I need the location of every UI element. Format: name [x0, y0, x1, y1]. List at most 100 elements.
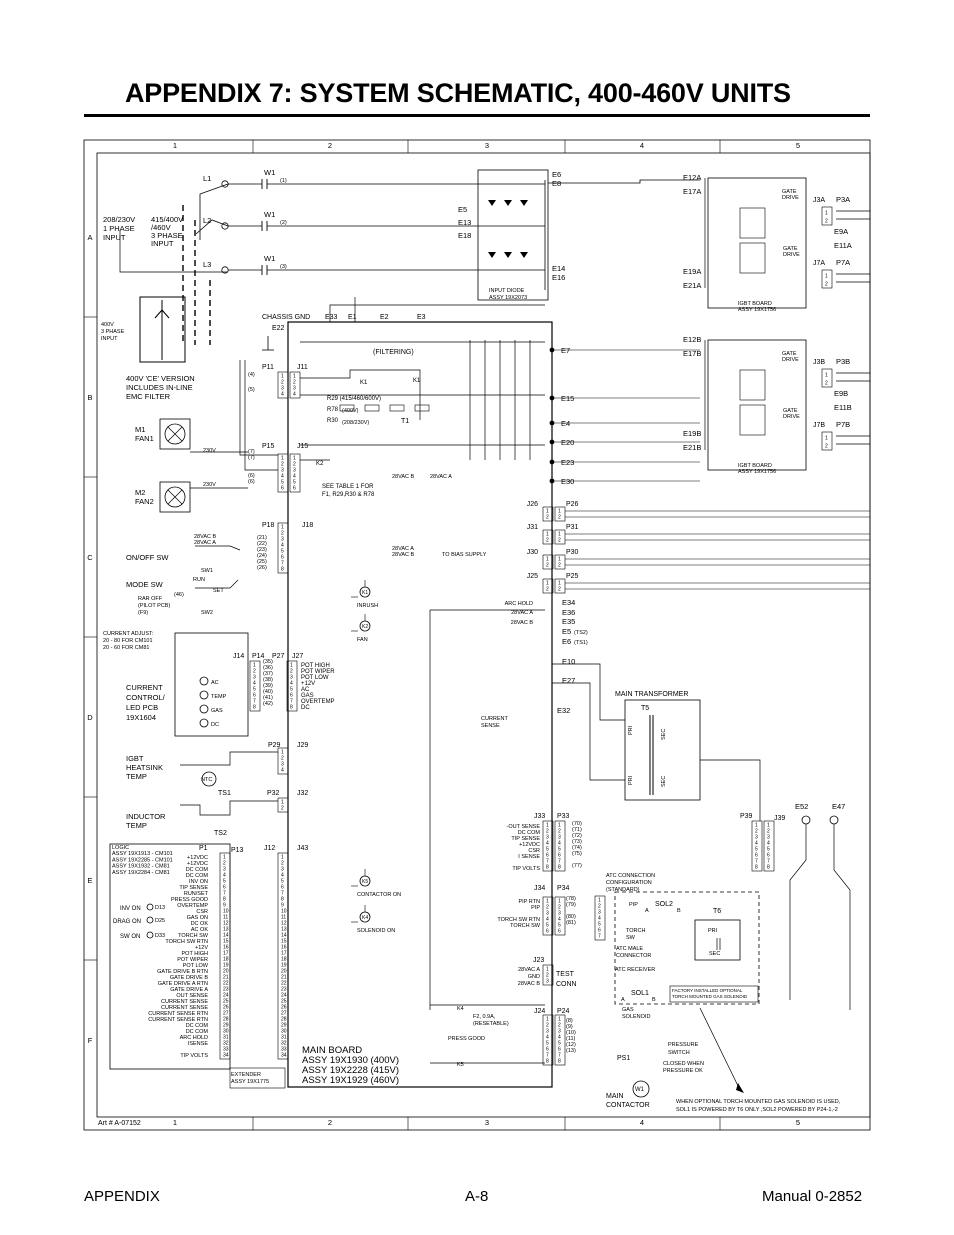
pot-signal-label: OVERTEMP [301, 699, 335, 705]
wire-number: (21) [257, 535, 267, 541]
led-designator: D25 [155, 918, 165, 924]
fan-voltage-label: 230V [203, 448, 216, 454]
p1-connector-pin: 28 [223, 1017, 229, 1023]
j33-signal-label: +12VDC [519, 842, 540, 848]
logic-signal-label: POT LOW [183, 963, 209, 969]
led-icon [199, 718, 209, 728]
led-pcb-box [174, 632, 249, 737]
gate-connector-pin: 1 [825, 373, 828, 379]
diode-symbol [520, 252, 528, 258]
j12-connector-pin: 24 [281, 993, 287, 999]
igbt-terminal-label: E9A [834, 227, 848, 236]
rar-off-label: (PILOT PCB) [138, 603, 170, 609]
led-icon [199, 676, 209, 686]
p1-connector-pin: 32 [223, 1041, 229, 1047]
wire-number: (79) [566, 902, 576, 908]
p-connector-pin: 2 [558, 587, 561, 593]
j18-connector [277, 522, 289, 574]
pot-signal-label: AC [301, 687, 310, 693]
three-phase-input-label: 3 PHASE [151, 231, 183, 240]
logic-signal-label: AC OK [191, 927, 208, 933]
igbt-board-label: IGBT BOARD [738, 463, 772, 469]
j12-connector-pin: 34 [281, 1053, 287, 1059]
p1-connector-pin: 9 [223, 903, 226, 909]
see-table-note: F1, R29,R30 & R78 [322, 492, 375, 498]
pot-signal-label: POT WIPER [301, 669, 335, 675]
logic-signal-label: INV ON [189, 879, 208, 885]
j39-connector-pin: 8 [767, 865, 770, 871]
t6-sec-label: SEC [709, 951, 720, 957]
e52-terminal [801, 815, 811, 825]
igbt-board-b [707, 339, 807, 471]
j29-connector-pin: 1 [281, 750, 284, 756]
j15-connector-pin: 1 [293, 456, 296, 462]
logic-assy-label: ASSY 19X2285 - CM101 [112, 857, 173, 863]
j33-signal-label: TIP VOLTS [512, 866, 540, 872]
p14-label: P14 [252, 653, 265, 660]
j11-label: J11 [297, 364, 308, 371]
p24-connector-pin: 1 [558, 1017, 561, 1023]
j23-connector-pin: 2 [546, 973, 549, 979]
drag-on-label: DRAG ON [113, 919, 141, 925]
j23-connector-pin: 3 [546, 979, 549, 985]
pot-signal-label: DC [301, 705, 310, 711]
j32-connector-pin: 2 [281, 806, 284, 812]
wire-number: (6) [248, 479, 255, 485]
e-terminal-label: E30 [561, 477, 574, 486]
wire-number: (10) [566, 1030, 576, 1036]
j39-connector [763, 820, 775, 872]
igbt-symbol [739, 369, 766, 401]
atc-male-connector-pin: 1 [598, 898, 601, 904]
j12-connector-pin: 15 [281, 939, 287, 945]
bias-supply-label: TO BIAS SUPPLY [442, 552, 487, 558]
ts1-tag: (TS1) [574, 640, 588, 646]
led-label: AC [211, 680, 219, 686]
pri-label: PRI [628, 725, 634, 735]
j15-connector-pin: 6 [293, 486, 296, 492]
igbt-heatsink-label: TEMP [126, 772, 147, 781]
sw2-label: SW2 [201, 610, 213, 616]
wire-number: (12) [566, 1042, 576, 1048]
wire-number: (11) [566, 1036, 576, 1042]
e33-label: E33 [325, 314, 338, 321]
j11-connector-pin: 1 [293, 374, 296, 380]
j12-connector-pin: 31 [281, 1035, 287, 1041]
fan1-label: FAN1 [135, 434, 154, 443]
j33-label: J33 [534, 813, 545, 820]
emc-input-label: 400V [101, 322, 114, 328]
diode-input-terminal: E13 [458, 218, 471, 227]
art-number: Art # A-07152 [98, 1120, 141, 1127]
fan2-label: M2 [135, 488, 145, 497]
p-connector-pin: 1 [558, 509, 561, 515]
j27-connector [286, 660, 298, 712]
gate-drive-label: GATE [783, 408, 798, 414]
p1-label: P1 [199, 845, 208, 852]
j27-connector-pin: 4 [290, 681, 293, 687]
switch-wire [195, 545, 241, 551]
fan1-label: M1 [135, 425, 145, 434]
note-arrow [699, 1007, 741, 1091]
j15-connector-pin: 4 [293, 474, 296, 480]
led-icon [199, 704, 209, 714]
relay-k1-label: K1 [360, 380, 368, 386]
gate-drive-label: GATE [782, 351, 797, 357]
j12-connector-pin: 14 [281, 933, 287, 939]
input-line-label: L2 [203, 216, 211, 225]
relay-designator: K4 [457, 1006, 464, 1012]
current-adjust-note: CURRENT ADJUST: [103, 631, 154, 637]
igbt-board-a [707, 177, 807, 309]
p34-connector-pin: 4 [558, 917, 561, 923]
grid-col-label-top: 4 [640, 141, 644, 150]
grid-col-label-bottom: 2 [328, 1118, 332, 1127]
e35-label: E35 [562, 617, 575, 626]
j18-connector-pin: 2 [281, 531, 284, 537]
p1-connector-pin: 24 [223, 993, 229, 999]
p33-connector-pin: 2 [558, 829, 561, 835]
e27-label: E27 [562, 676, 575, 685]
j23-connector-pin: 1 [546, 967, 549, 973]
extender-assy [229, 1067, 286, 1089]
j29-connector [277, 747, 289, 775]
j12-connector-pin: 32 [281, 1041, 287, 1047]
j12-connector-pin: 12 [281, 921, 287, 927]
vac-label: 28VAC B [194, 534, 217, 540]
